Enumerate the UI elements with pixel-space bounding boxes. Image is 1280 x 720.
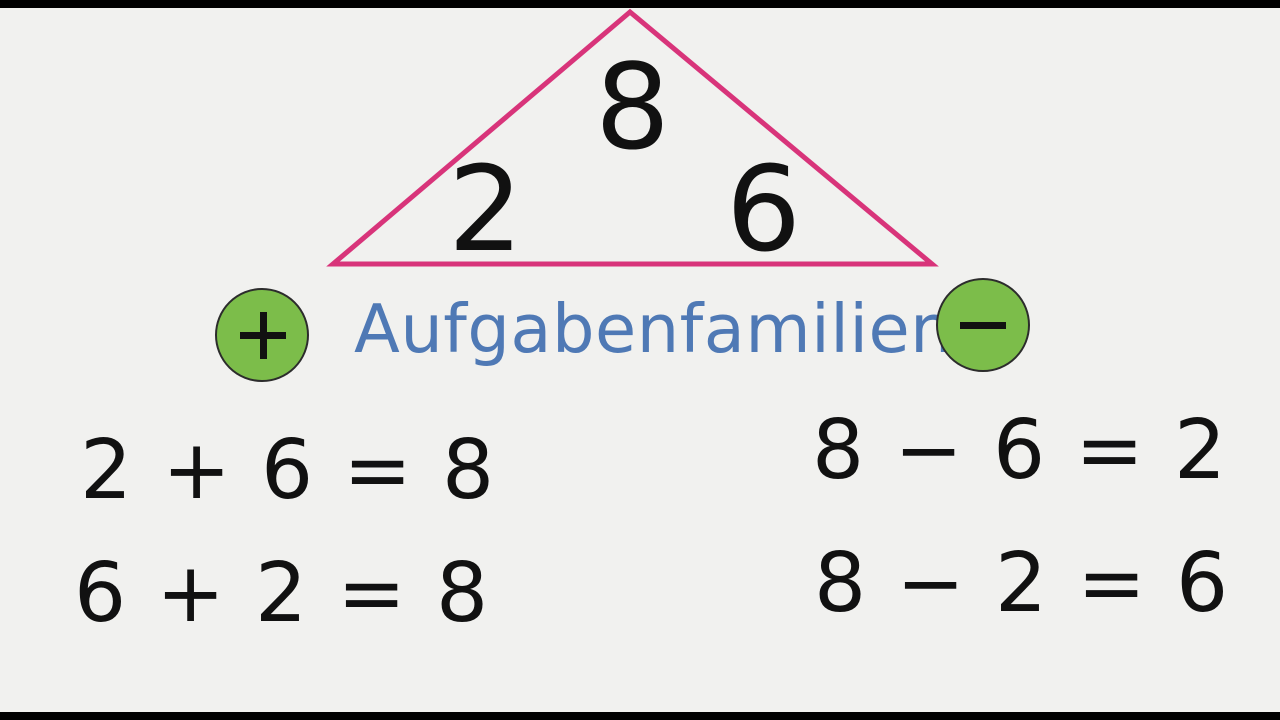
plus-icon [215, 288, 309, 382]
minus-icon [936, 278, 1030, 372]
minus-bar [960, 322, 1006, 329]
addition-equation-1: 2 + 6 = 8 [80, 423, 497, 518]
subtraction-equation-2: 8 − 2 = 6 [814, 536, 1231, 631]
triangle-left-number: 2 [448, 140, 524, 278]
page-title: Aufgabenfamilien [354, 290, 954, 368]
bottom-black-bar [0, 712, 1280, 720]
triangle-right-number: 6 [726, 140, 802, 278]
top-black-bar [0, 0, 1280, 8]
subtraction-equation-1: 8 − 6 = 2 [812, 403, 1229, 498]
triangle-outline [326, 8, 939, 267]
addition-equation-2: 6 + 2 = 8 [74, 546, 491, 641]
plus-vertical-bar [260, 312, 267, 359]
triangle-top-number: 8 [595, 38, 671, 176]
